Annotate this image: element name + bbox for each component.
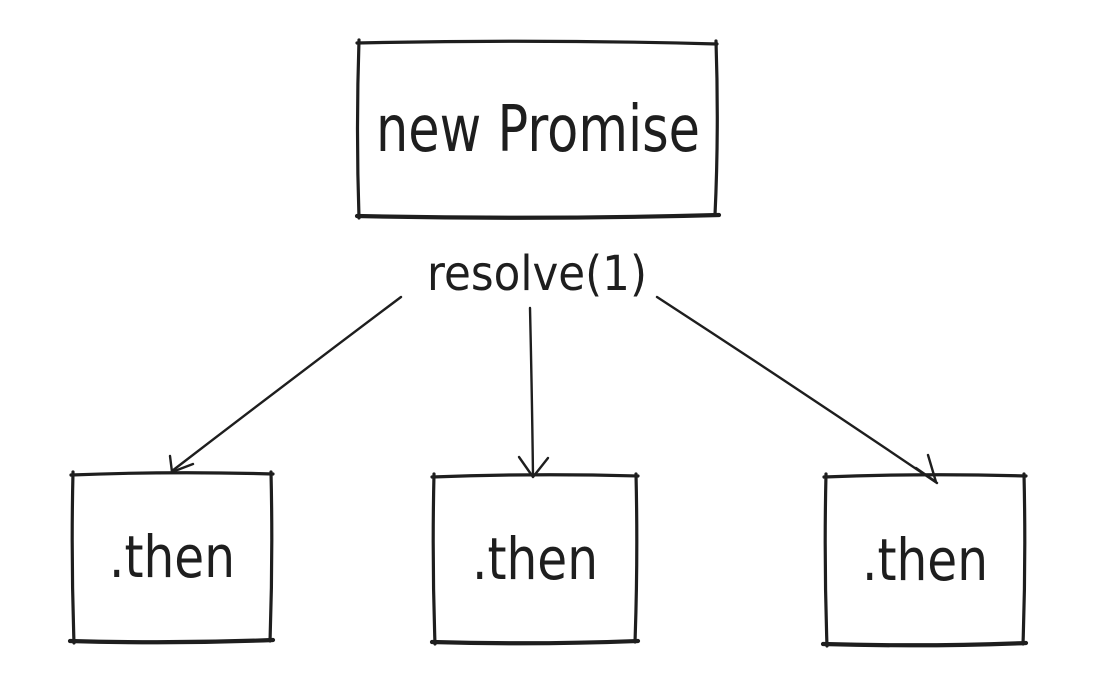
arrowhead-icon bbox=[914, 453, 938, 484]
box-edge-right bbox=[633, 472, 639, 644]
box-edge-right bbox=[268, 470, 274, 643]
box-edge-top bbox=[430, 473, 640, 479]
then-label-2: .then bbox=[472, 525, 598, 593]
arrow-to-then-2 bbox=[517, 306, 550, 479]
arrow-to-then-3 bbox=[655, 295, 939, 485]
box-edge-top bbox=[355, 39, 719, 46]
arrow-shaft bbox=[655, 295, 939, 485]
then-label-3: .then bbox=[862, 526, 988, 594]
then-box-3 bbox=[820, 472, 1029, 648]
box-edge-bottom bbox=[67, 637, 276, 645]
box-edge-right bbox=[1021, 472, 1027, 646]
box-edge-left bbox=[355, 38, 361, 220]
arrow-to-then-1 bbox=[168, 295, 403, 474]
box-edge-top bbox=[822, 473, 1028, 479]
then-box-1 bbox=[67, 470, 276, 645]
new-promise-box bbox=[354, 38, 722, 220]
box-edge-right bbox=[713, 39, 719, 217]
then-label-1: .then bbox=[109, 523, 235, 591]
box-edge-left bbox=[823, 472, 829, 648]
box-edge-left bbox=[431, 472, 437, 646]
arrow-shaft bbox=[528, 306, 535, 478]
box-edge-bottom bbox=[820, 640, 1029, 648]
box-edge-top bbox=[69, 471, 275, 477]
box-edge-bottom bbox=[354, 212, 722, 220]
arrowhead-icon bbox=[168, 454, 195, 474]
arrow-shaft bbox=[170, 295, 403, 473]
new-promise-label: new Promise bbox=[376, 93, 700, 167]
then-box-2 bbox=[429, 472, 641, 646]
box-edge-bottom bbox=[429, 638, 641, 646]
box-edge-left bbox=[70, 470, 76, 645]
resolve-label: resolve(1) bbox=[427, 246, 647, 302]
